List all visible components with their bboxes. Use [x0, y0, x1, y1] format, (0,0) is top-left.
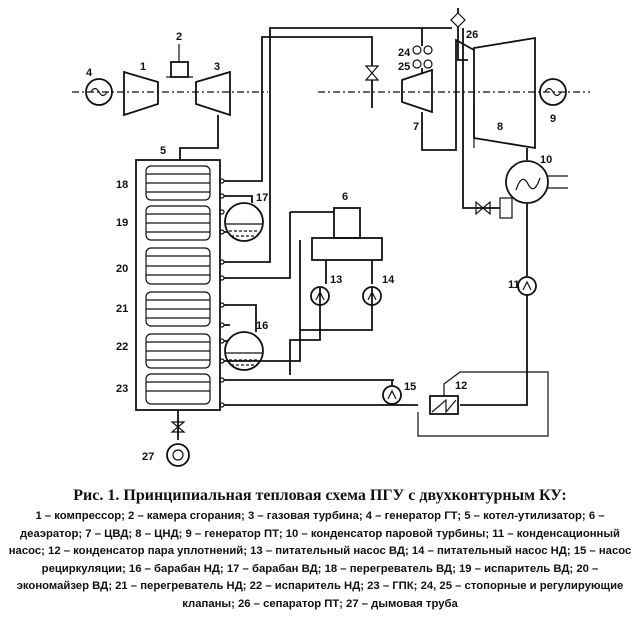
- recirculation-pump-icon: [382, 385, 402, 405]
- label-11: 11: [508, 279, 520, 291]
- compressor-icon: [123, 70, 159, 117]
- separator-icon: [450, 12, 466, 28]
- hrsg-casing: [135, 159, 221, 411]
- label-14: 14: [382, 274, 395, 286]
- label-2: 2: [176, 31, 182, 43]
- hp-feed-pump-icon: [310, 286, 330, 306]
- stack-damper-icon: [170, 421, 186, 433]
- condensate-pump-icon: [517, 276, 537, 296]
- steam-turbine-group: [318, 8, 590, 160]
- label-10: 10: [540, 154, 552, 166]
- label-12: 12: [455, 380, 467, 392]
- label-26: 26: [466, 29, 478, 41]
- stop-valve-icon: [412, 45, 422, 55]
- control-valve-icon: [412, 59, 422, 69]
- label-21: 21: [116, 303, 128, 315]
- hp-drum: [224, 202, 264, 242]
- caption-title: Рис. 1. Принципиальная тепловая схема ПГ…: [73, 487, 567, 504]
- bypass-valve-icon: [475, 200, 491, 216]
- label-1: 1: [140, 61, 146, 73]
- label-5: 5: [160, 145, 166, 157]
- gas-turbine-group: [72, 44, 268, 160]
- label-13: 13: [330, 274, 342, 286]
- label-23: 23: [116, 383, 128, 395]
- label-17: 17: [256, 192, 268, 204]
- pump-11: [460, 226, 537, 406]
- hp-drum-icon: [224, 202, 264, 242]
- lp-feed-pump-icon: [362, 286, 382, 306]
- deaerator-column: [333, 207, 361, 239]
- hrsg-piping: [219, 27, 452, 408]
- gas-turbine-icon: [195, 70, 231, 117]
- coil-bundles: [145, 165, 211, 405]
- lp-turbine-icon: [473, 36, 536, 150]
- gland-condenser: [417, 371, 549, 437]
- pump-13: [310, 286, 330, 306]
- combustion-chamber-icon: [170, 61, 189, 78]
- label-16: 16: [256, 320, 268, 332]
- caption-legend: 1 – компрессор; 2 – камера сгорания; 3 –…: [8, 510, 632, 610]
- label-9: 9: [550, 113, 556, 125]
- lp-drum: [224, 331, 264, 371]
- hrsg-boiler: [135, 159, 221, 467]
- label-24: 24: [398, 47, 411, 59]
- hp-turbine-icon: [401, 68, 433, 114]
- thermal-scheme-diagram: 1 2 3 4 5 6 7 8 9 10 11 12 13 14 15 16 1…: [72, 8, 590, 467]
- figure-caption: Рис. 1. Принципиальная тепловая схема ПГ…: [6, 486, 634, 614]
- number-labels: 1 2 3 4 5 6 7 8 9 10 11 12 13 14 15 16 1…: [86, 29, 556, 463]
- label-15: 15: [404, 381, 416, 393]
- label-8: 8: [497, 121, 503, 133]
- label-18: 18: [116, 179, 128, 191]
- label-25: 25: [398, 61, 410, 73]
- gland-condenser-icon: [429, 395, 459, 415]
- label-3: 3: [214, 61, 220, 73]
- steam-valve-icon: [364, 65, 380, 81]
- condenser: [462, 28, 568, 226]
- pump-14: [362, 286, 382, 306]
- label-19: 19: [116, 217, 128, 229]
- deaerator: [289, 207, 383, 375]
- chimney-outer-icon: [166, 443, 190, 467]
- generator-st-icon: [539, 78, 567, 106]
- lp-drum-icon: [224, 331, 264, 371]
- deaerator-tank: [311, 237, 383, 261]
- label-27: 27: [142, 451, 154, 463]
- chimney-inner-icon: [172, 449, 184, 461]
- stop-valve-icon-2: [423, 45, 433, 55]
- pump-15: [382, 380, 402, 405]
- label-4: 4: [86, 67, 93, 79]
- label-6: 6: [342, 191, 348, 203]
- label-7: 7: [413, 121, 419, 133]
- label-22: 22: [116, 341, 128, 353]
- label-20: 20: [116, 263, 128, 275]
- control-valve-icon-2: [423, 59, 433, 69]
